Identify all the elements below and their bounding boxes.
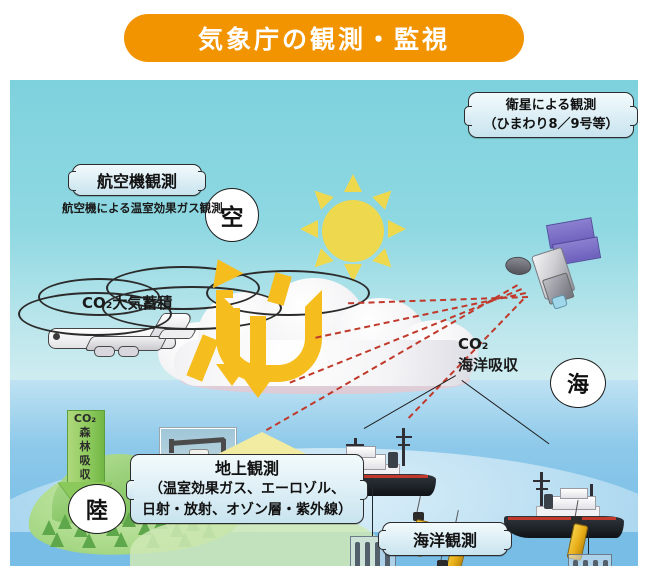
- aircraft-label-title: 航空機観測: [96, 172, 177, 191]
- zone-circle-sky: 空: [205, 188, 259, 242]
- zone-circle-land: 陸: [68, 484, 126, 534]
- shoreline: [130, 516, 380, 566]
- co2-forest-label: CO₂ 森 林 吸 収: [73, 412, 97, 481]
- ground-obs-line1: 地上観測: [214, 458, 279, 478]
- satellite-observation-label: 衛星による観測 （ひまわり8／9号等）: [464, 92, 638, 138]
- ground-obs-line2: （温室効果ガス、エーロゾル、: [149, 480, 345, 497]
- co2-atmospheric-accumulation-label: CO₂大気蓄積: [82, 294, 173, 312]
- page-title-pill: 気象庁の観測・監視: [124, 14, 524, 62]
- satellite-label-line1: 衛星による観測: [505, 98, 597, 113]
- diagram-scene: CO₂ 森 林 吸 収 CO₂ 人工排出: [10, 80, 638, 566]
- ocean-obs-label-text: 海洋観測: [412, 531, 477, 550]
- ocean-observation-label: 海洋観測: [378, 522, 512, 556]
- aircraft-observation-label: 航空機観測: [68, 164, 206, 196]
- zone-circle-sea: 海: [550, 358, 606, 408]
- zone-label-sky: 空: [220, 205, 244, 231]
- sun-icon: [298, 174, 408, 286]
- zone-label-sea: 海: [566, 373, 589, 398]
- ground-observation-label: 地上観測 （温室効果ガス、エーロゾル、 日射・放射、オゾン層・紫外線）: [126, 454, 368, 524]
- satellite-label-line2: （ひまわり8／9号等）: [483, 117, 619, 132]
- page-title: 気象庁の観測・監視: [197, 25, 450, 54]
- research-vessel-right-icon: [500, 472, 628, 550]
- aircraft-observation-sublabel: 航空機による温室効果ガス観測: [62, 201, 223, 215]
- ground-obs-line3: 日射・放射、オゾン層・紫外線）: [142, 501, 352, 518]
- zone-label-land: 陸: [85, 499, 108, 524]
- co2-ocean-absorption-label: CO₂ 海洋吸収: [458, 335, 519, 374]
